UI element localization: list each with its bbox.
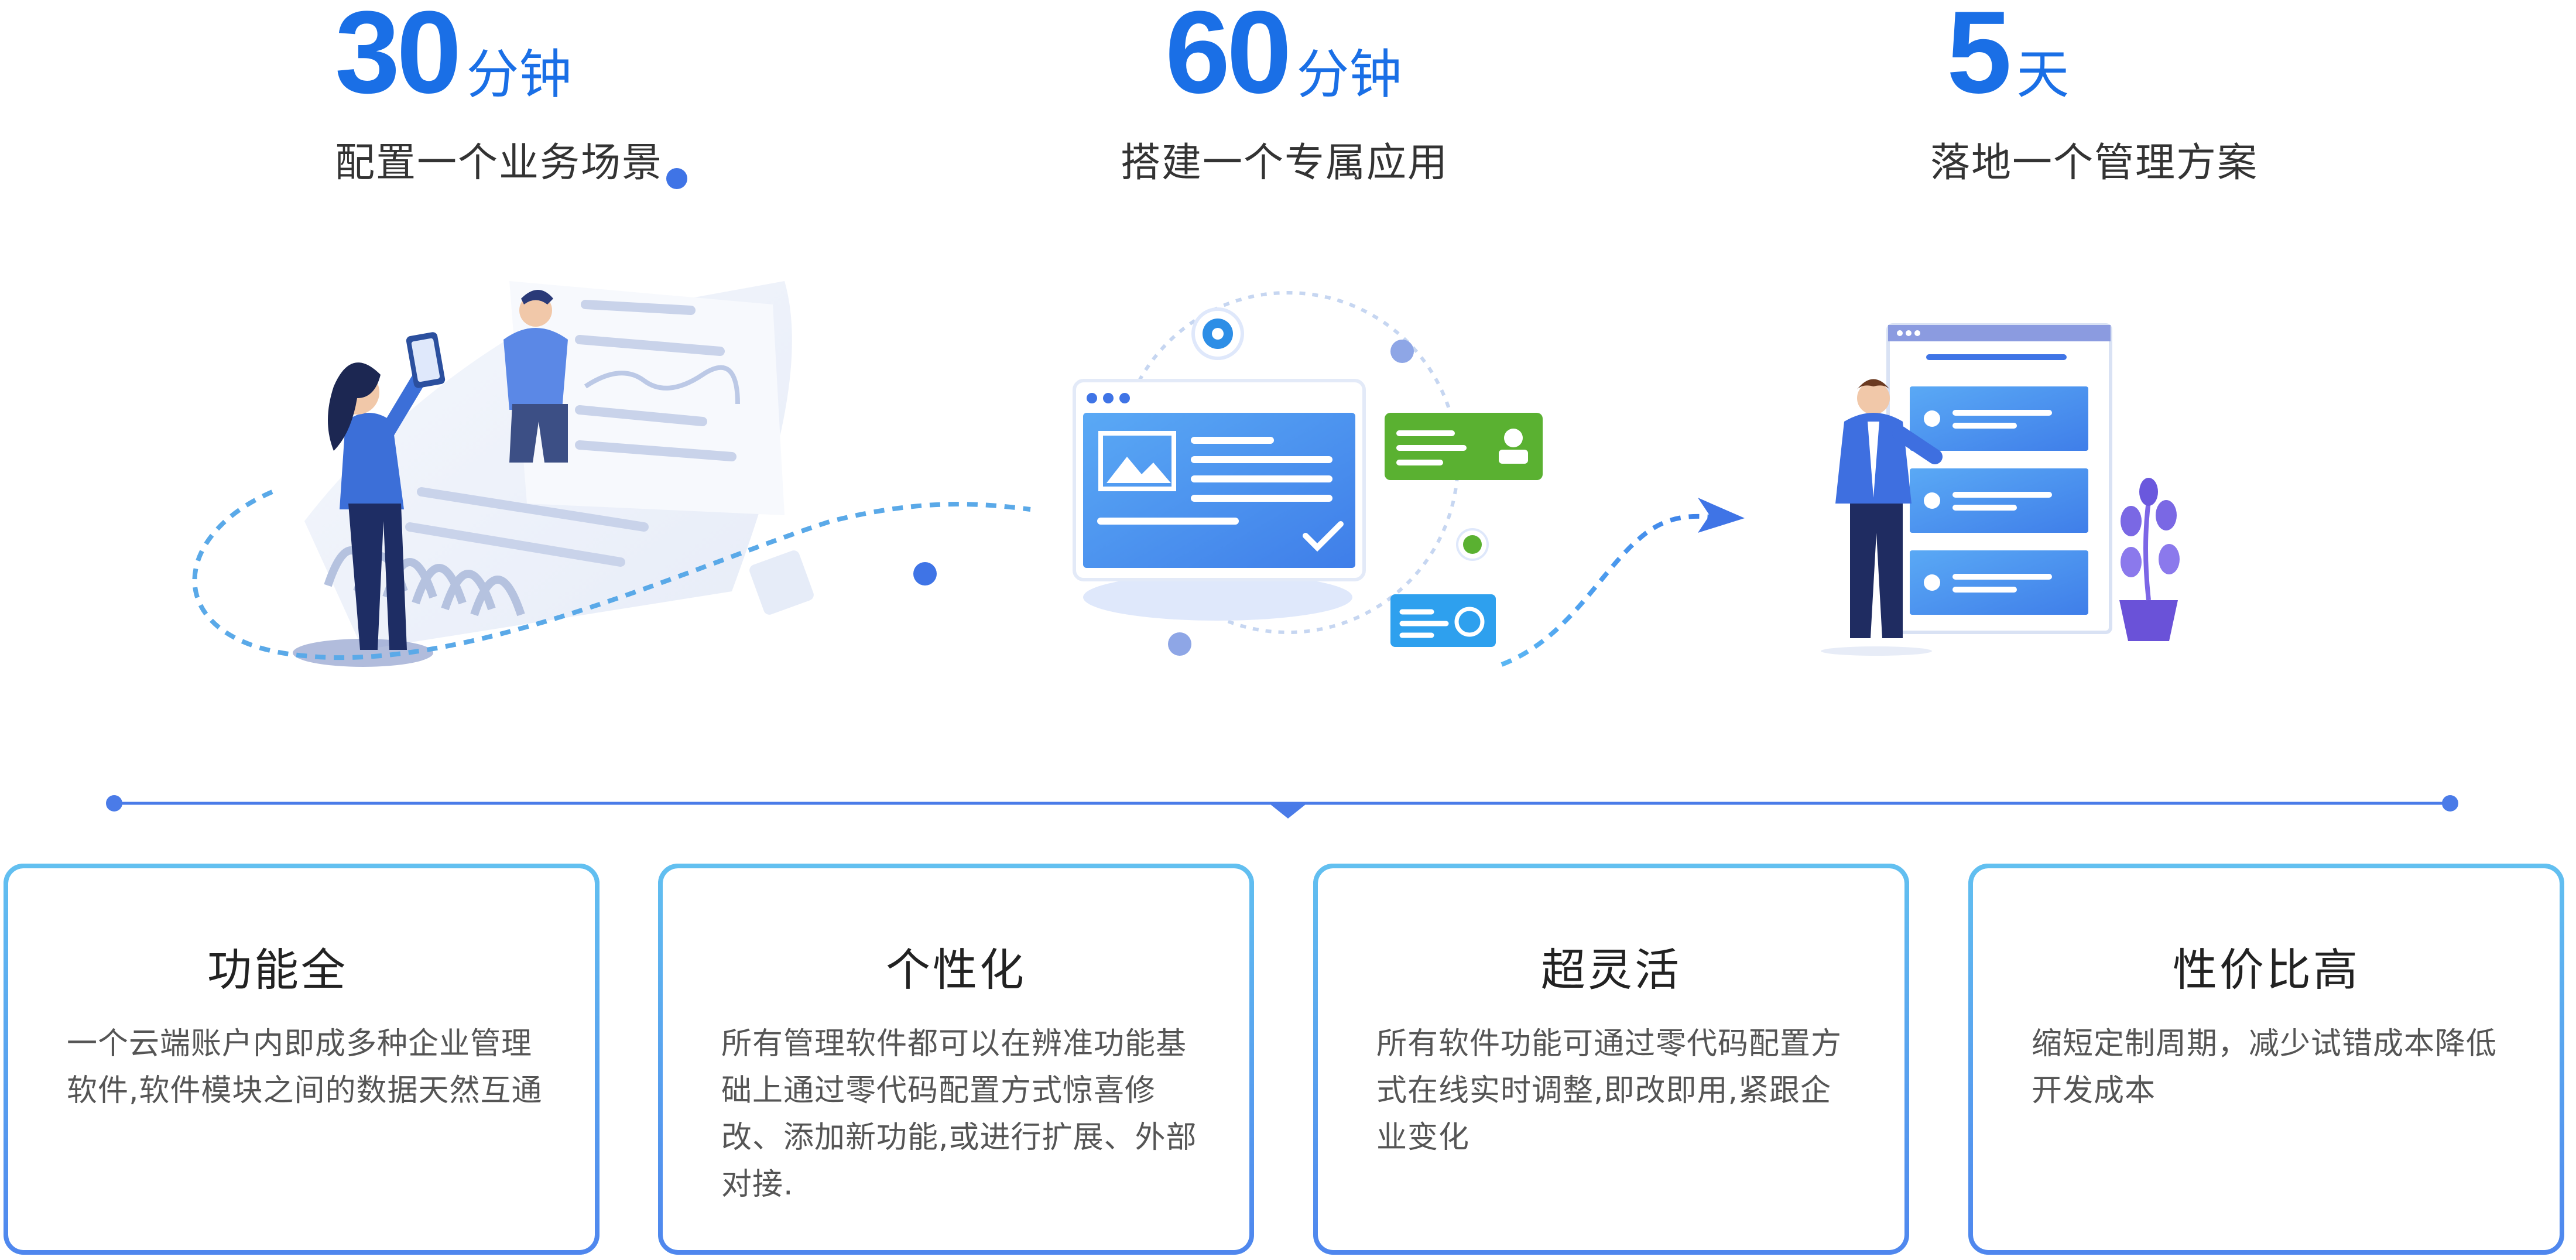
dot-decoration bbox=[913, 562, 937, 586]
metric-unit: 分钟 bbox=[1296, 44, 1402, 105]
metric-unit: 分钟 bbox=[466, 44, 572, 105]
dot-decoration bbox=[666, 168, 687, 189]
woman-figure bbox=[293, 332, 446, 667]
timeline-marker-icon bbox=[1268, 802, 1308, 819]
presenter-illustration bbox=[1821, 323, 2180, 656]
illustration-area bbox=[192, 168, 2180, 667]
arrow-head-icon bbox=[1698, 498, 1745, 533]
feature-card-flexible: 超灵活 所有软件功能可通过零代码配置方式在线实时调整,即改即用,紧跟企业变化 bbox=[1313, 864, 1909, 1255]
dashed-path-left bbox=[192, 489, 1031, 660]
feature-card-comprehensive: 功能全 一个云端账户内即成多种企业管理软件,软件模块之间的数据天然互通 bbox=[4, 864, 600, 1255]
timeline-end-dot bbox=[2442, 795, 2458, 812]
metric-30-minutes: 30 分钟 配置一个业务场景 bbox=[335, 0, 862, 188]
feature-text: 所有管理软件都可以在辨准功能基础上通过零代码配置方式惊喜修改、添加新功能,或进行… bbox=[721, 1026, 1197, 1202]
dashed-arrow bbox=[1501, 513, 1722, 667]
feature-text: 所有软件功能可通过零代码配置方式在线实时调整,即改即用,紧跟企业变化 bbox=[1376, 1026, 1842, 1155]
metric-description: 搭建一个专属应用 bbox=[1121, 140, 1449, 186]
feature-title: 个性化 bbox=[886, 944, 1026, 996]
timeline-start-dot bbox=[106, 795, 122, 812]
metric-5-days: 5 天 落地一个管理方案 bbox=[1930, 0, 2474, 188]
metric-description: 落地一个管理方案 bbox=[1930, 140, 2259, 186]
metric-60-minutes: 60 分钟 搭建一个专属应用 bbox=[1121, 0, 1692, 188]
feature-text: 缩短定制周期，减少试错成本降低开发成本 bbox=[2032, 1026, 2498, 1108]
feature-title: 超灵活 bbox=[1541, 944, 1681, 996]
feature-card-cost-effective: 性价比高 缩短定制周期，减少试错成本降低开发成本 bbox=[1968, 864, 2564, 1255]
metric-description: 配置一个业务场景 bbox=[335, 140, 663, 186]
feature-title: 功能全 bbox=[207, 944, 348, 996]
feature-card-personalized: 个性化 所有管理软件都可以在辨准功能基础上通过零代码配置方式惊喜修改、添加新功能… bbox=[658, 864, 1254, 1255]
feature-text: 一个云端账户内即成多种企业管理软件,软件模块之间的数据天然互通 bbox=[67, 1026, 543, 1108]
metric-number: 30 bbox=[335, 0, 461, 118]
app-illustration bbox=[1073, 291, 1543, 656]
man-figure bbox=[503, 290, 568, 463]
metric-number: 60 bbox=[1165, 0, 1292, 118]
metric-unit: 天 bbox=[2016, 44, 2070, 105]
metric-number: 5 bbox=[1947, 0, 2012, 118]
feature-title: 性价比高 bbox=[2173, 944, 2360, 996]
timeline-divider bbox=[106, 795, 2458, 819]
